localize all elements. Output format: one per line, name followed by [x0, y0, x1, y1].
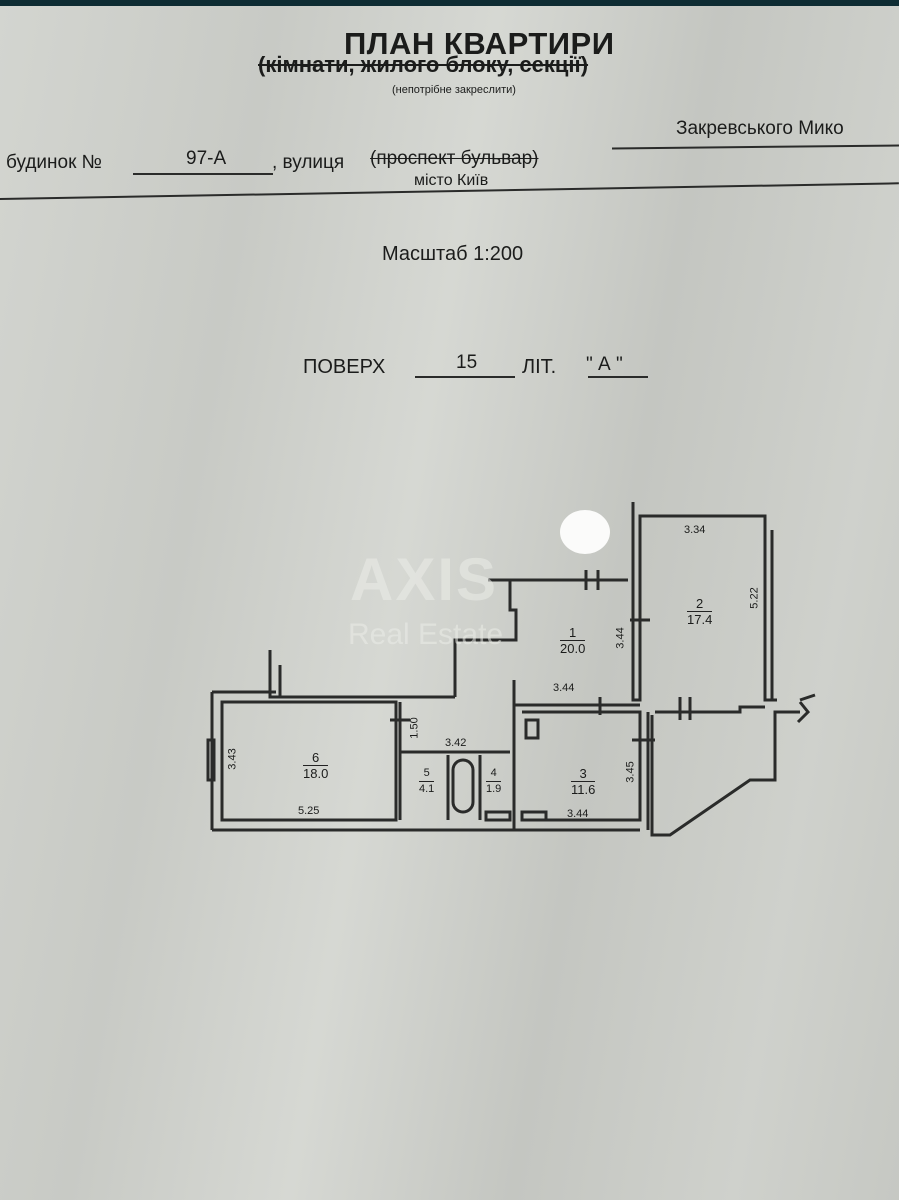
dim-hall-vertical: 1.50 — [408, 717, 421, 739]
dim-room1-bottom: 3.44 — [553, 682, 575, 694]
top-border-bar — [0, 0, 899, 6]
room-5-label: 5 4.1 — [419, 767, 435, 795]
scanned-paper — [0, 6, 899, 1200]
dim-room2-top: 3.34 — [684, 524, 706, 536]
dim-room3-right: 3.45 — [624, 761, 637, 783]
building-number: 97-А — [186, 148, 227, 169]
street-name: Закревського Мико — [676, 118, 844, 139]
room-1-label: 1 20.0 — [560, 625, 586, 656]
dim-room2-right: 5.22 — [748, 587, 761, 609]
city-name: місто Київ — [414, 172, 489, 189]
dim-room1-right: 3.44 — [614, 627, 627, 649]
floor-value: 15 — [456, 352, 478, 373]
dim-bath-top: 3.42 — [445, 737, 467, 749]
room-3-label: 3 11.6 — [571, 766, 596, 797]
watermark-brand: AXIS — [350, 546, 499, 613]
scale-label: Масштаб 1:200 — [382, 243, 524, 265]
subtitle-note: (непотрібне закреслити) — [392, 84, 516, 96]
floor-underline — [415, 376, 515, 378]
room-2-label: 2 17.4 — [687, 596, 713, 627]
dim-room6-bottom: 5.25 — [298, 805, 320, 817]
document-title: ПЛАН КВАРТИРИ — [344, 26, 615, 61]
room-4-label: 4 1.9 — [486, 767, 502, 795]
letter-underline — [588, 376, 648, 378]
watermark-tagline: Real Estate — [348, 618, 504, 651]
floor-label: ПОВЕРХ — [303, 356, 386, 378]
redaction-blob — [560, 510, 610, 554]
building-underline — [133, 173, 273, 175]
letter-value: " А " — [586, 354, 623, 375]
dim-room3-bottom: 3.44 — [567, 808, 589, 820]
street-label: , вулиця — [272, 152, 345, 173]
dim-room6-left: 3.43 — [226, 748, 239, 770]
building-label: будинок № — [6, 152, 103, 173]
room-6-label: 6 18.0 — [303, 750, 329, 781]
document-subtitle: (кімнати, жилого блоку, секції) — [258, 52, 589, 77]
street-type-struck: (проспект бульвар) — [370, 148, 539, 169]
letter-label: ЛІТ. — [522, 356, 557, 378]
